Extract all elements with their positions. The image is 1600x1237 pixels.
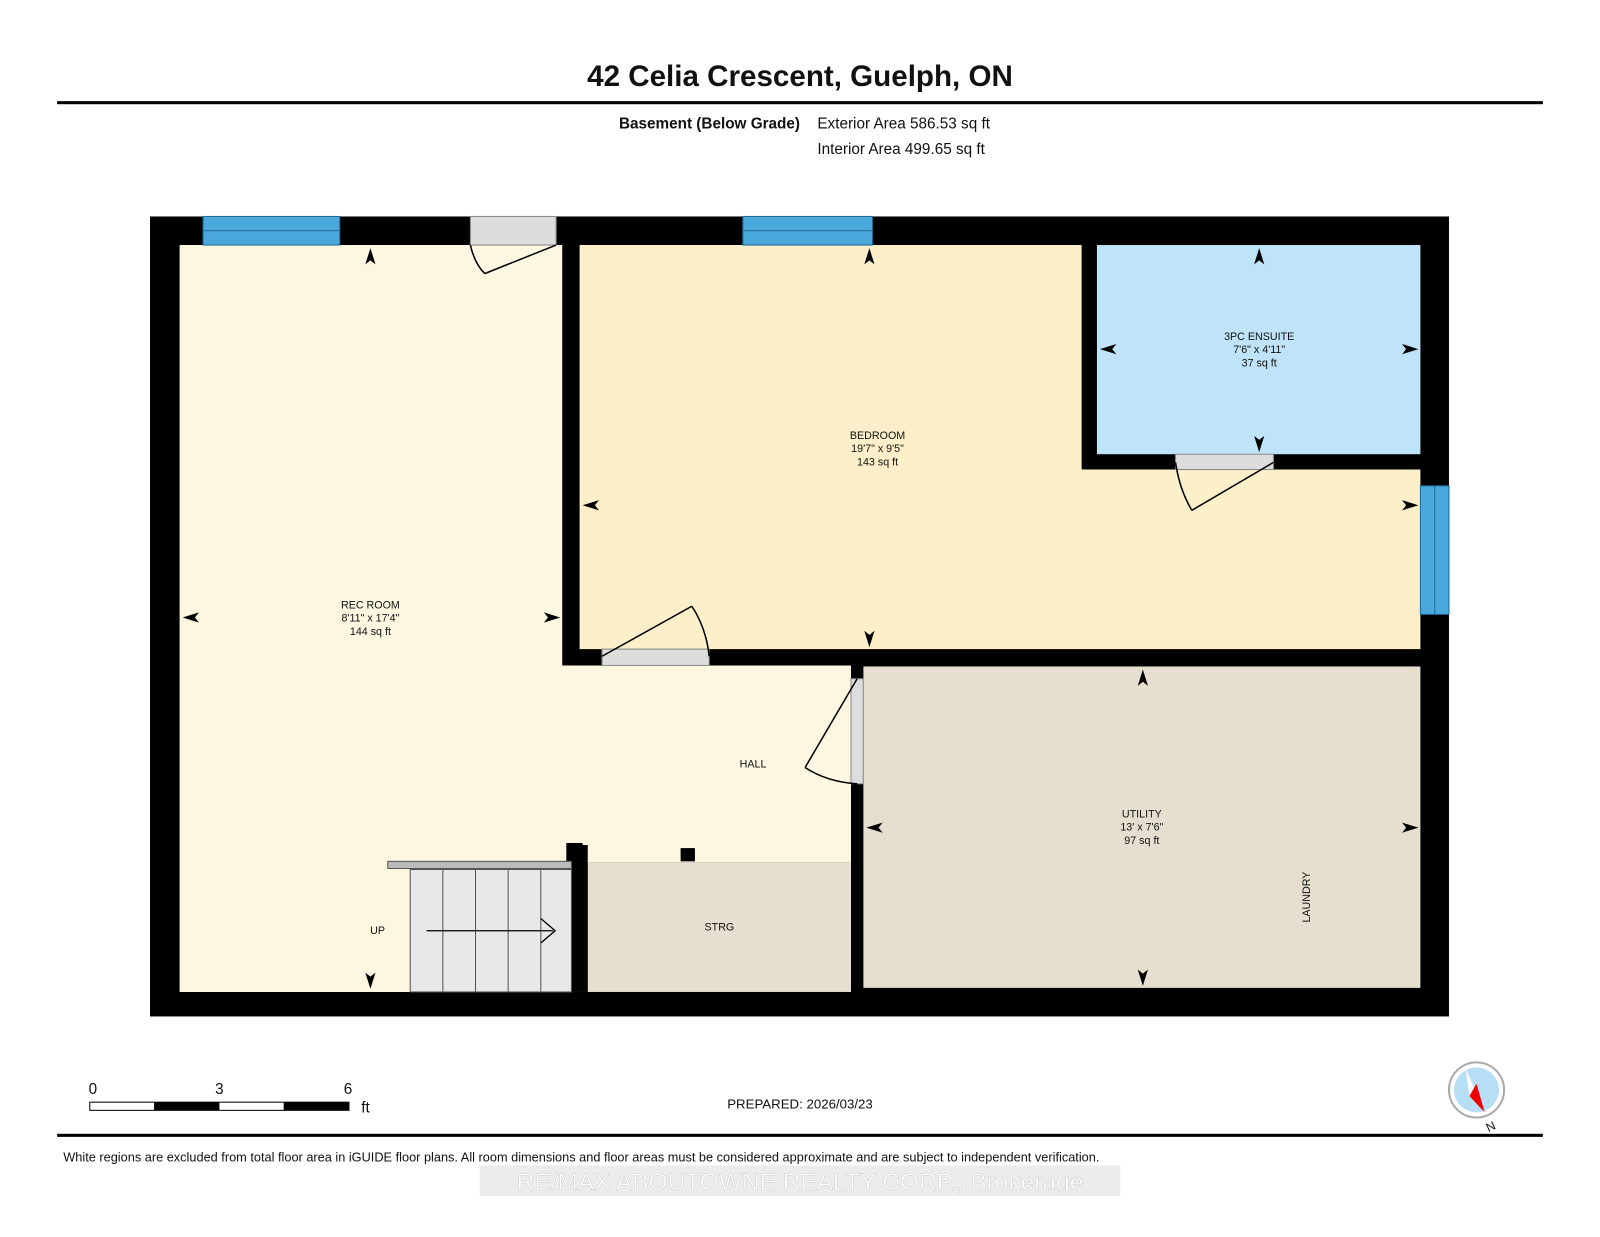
room-utility: UTILITY 13' x 7'6" 97 sq ft <box>1120 808 1163 847</box>
room-rec-room: REC ROOM 8'11" x 17'4" 144 sq ft <box>341 599 400 638</box>
compass-north-label: N <box>1484 1119 1498 1135</box>
room-area: 97 sq ft <box>1124 835 1159 847</box>
room-name: BEDROOM <box>850 430 905 442</box>
bedroom-floor <box>579 245 1421 650</box>
room-area: 143 sq ft <box>857 456 898 468</box>
room-dims: 7'6" x 4'11" <box>1233 344 1285 356</box>
scale-tick: 0 <box>89 1081 98 1098</box>
header-divider <box>57 101 1543 105</box>
floor-label: Basement (Below Grade) <box>619 116 800 133</box>
rec-room-floor <box>179 245 852 992</box>
doors[interactable] <box>469 215 1274 785</box>
door-ensuite[interactable] <box>1175 453 1274 471</box>
watermark-bg <box>479 1165 1121 1197</box>
dimension-arrows <box>182 248 1419 989</box>
scale-bar: 0 3 6 ft <box>89 1081 371 1116</box>
room-area: 37 sq ft <box>1242 357 1277 369</box>
room-dims: 19'7" x 9'5" <box>851 443 904 455</box>
ensuite-floor <box>1096 245 1421 455</box>
footer-divider <box>57 1133 1543 1137</box>
room-dims: 13' x 7'6" <box>1120 822 1163 834</box>
room-bedroom: BEDROOM 19'7" x 9'5" 143 sq ft <box>850 430 905 469</box>
door-bedroom[interactable] <box>601 648 710 666</box>
post <box>680 848 695 862</box>
utility-floor <box>863 666 1421 988</box>
scale-tick: 6 <box>344 1081 353 1098</box>
door-utility[interactable] <box>850 678 864 785</box>
laundry-label: LAUNDRY <box>1301 872 1313 923</box>
room-hall: HALL <box>740 758 767 770</box>
door-rec-room[interactable] <box>469 215 557 246</box>
watermark: RE/MAX ABOUTOWNE REALTY CORP., Brokerage <box>517 1169 1084 1196</box>
interior-area: Interior Area 499.65 sq ft <box>817 141 985 158</box>
storage-floor <box>587 862 852 992</box>
room-name: UTILITY <box>1122 808 1162 820</box>
compass-icon: N <box>1447 1061 1506 1135</box>
room-name: REC ROOM <box>341 599 400 611</box>
page-title: 42 Celia Crescent, Guelph, ON <box>587 60 1013 93</box>
stairs[interactable] <box>387 860 572 993</box>
post <box>566 842 583 862</box>
scale-tick: 3 <box>215 1081 224 1098</box>
disclaimer: White regions are excluded from total fl… <box>63 1149 1099 1164</box>
exterior-area: Exterior Area 586.53 sq ft <box>817 116 990 133</box>
prepared-date: PREPARED: 2026/03/23 <box>727 1096 873 1111</box>
room-name: 3PC ENSUITE <box>1224 331 1294 343</box>
stairs-label: UP <box>370 925 385 937</box>
room-area: 144 sq ft <box>350 626 391 638</box>
room-dims: 8'11" x 17'4" <box>341 613 399 625</box>
room-storage: STRG <box>705 922 735 934</box>
scale-unit: ft <box>361 1099 370 1116</box>
room-ensuite: 3PC ENSUITE 7'6" x 4'11" 37 sq ft <box>1224 331 1294 370</box>
stair-wall <box>571 845 588 992</box>
